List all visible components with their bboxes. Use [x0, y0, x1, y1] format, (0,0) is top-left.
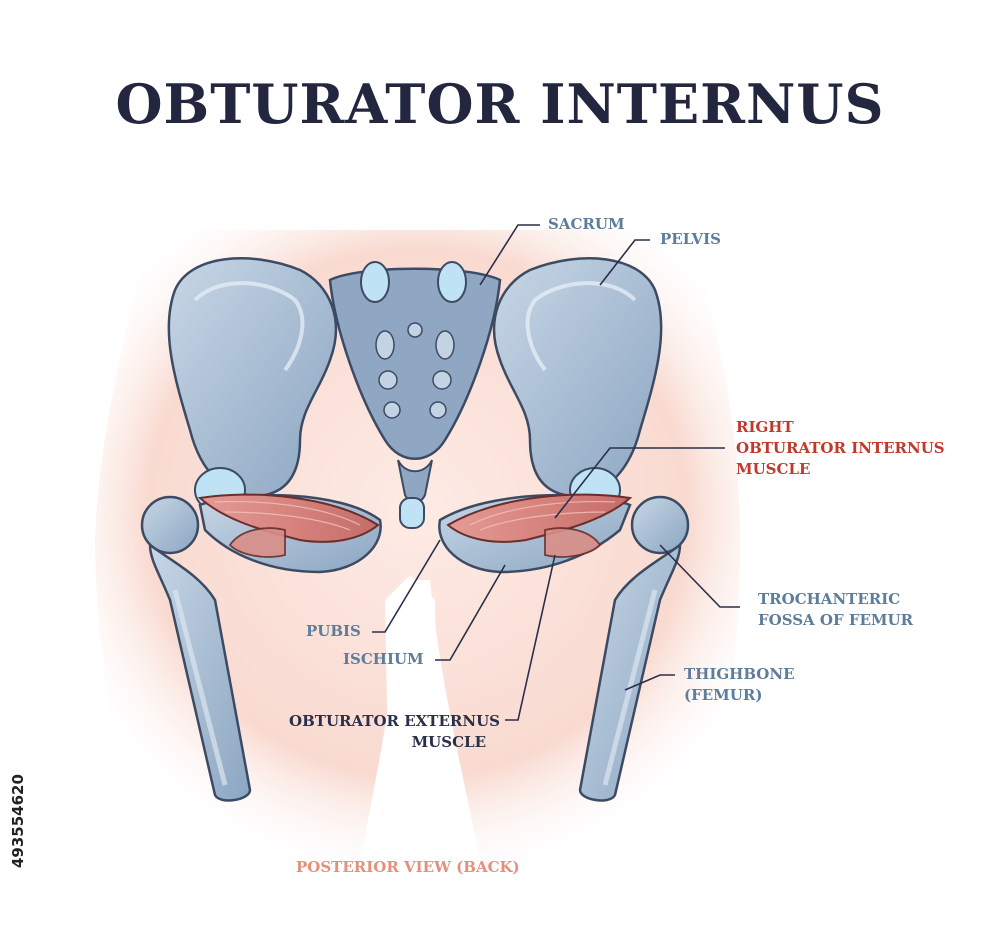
leader-pubis	[372, 539, 441, 633]
leader-ischium	[435, 564, 506, 661]
label-obturator-externus: OBTURATOR EXTERNUS MUSCLE	[272, 711, 500, 753]
right-femur	[578, 495, 690, 802]
right-obturator-externus	[544, 527, 602, 558]
diagram-title: OBTURATOR INTERNUS	[115, 72, 885, 136]
left-femur	[140, 495, 252, 802]
caption-posterior-view: POSTERIOR VIEW (BACK)	[296, 858, 520, 876]
watermark-id-text: 493554620	[9, 774, 27, 868]
label-right-obturator-internus-line3: MUSCLE	[736, 460, 811, 478]
leader-right-obturator-internus	[554, 447, 725, 519]
left-si-cartilage	[360, 261, 390, 303]
leader-thighbone	[624, 674, 675, 691]
label-sacrum: SACRUM	[548, 215, 625, 233]
left-ilium	[167, 257, 338, 497]
stock-watermark-id: 493554620	[9, 774, 27, 868]
label-trochanteric-fossa: TROCHANTERIC FOSSA OF FEMUR	[758, 589, 913, 631]
label-obturator-externus-line1: OBTURATOR EXTERNUS	[289, 712, 500, 730]
leader-trochanteric	[659, 544, 740, 608]
label-pubis: PUBIS	[306, 622, 361, 640]
label-ischium: ISCHIUM	[343, 650, 424, 668]
label-right-obturator-internus-line2: OBTURATOR INTERNUS	[736, 439, 945, 457]
right-ilium	[492, 257, 663, 497]
right-obturator-internus	[446, 493, 633, 543]
label-thighbone-line1: THIGHBONE	[684, 665, 795, 683]
left-obturator-externus	[228, 527, 286, 558]
leader-sacrum	[479, 224, 540, 286]
right-si-cartilage	[437, 261, 467, 303]
label-thighbone: THIGHBONE (FEMUR)	[684, 664, 795, 706]
label-trochanteric-line2: FOSSA OF FEMUR	[758, 611, 914, 629]
label-pelvis: PELVIS	[660, 230, 721, 248]
label-trochanteric-line1: TROCHANTERIC	[758, 590, 901, 608]
left-obturator-internus	[197, 493, 380, 543]
leader-pelvis	[599, 239, 650, 286]
leader-obturator-externus	[505, 554, 556, 721]
label-right-obturator-internus: RIGHT OBTURATOR INTERNUS MUSCLE	[736, 417, 945, 480]
leg-gap	[385, 575, 440, 860]
label-obturator-externus-line2: MUSCLE	[411, 733, 486, 751]
label-thighbone-line2: (FEMUR)	[684, 686, 763, 704]
label-right-obturator-internus-line1: RIGHT	[736, 418, 794, 436]
coccyx-cartilage	[399, 497, 425, 529]
